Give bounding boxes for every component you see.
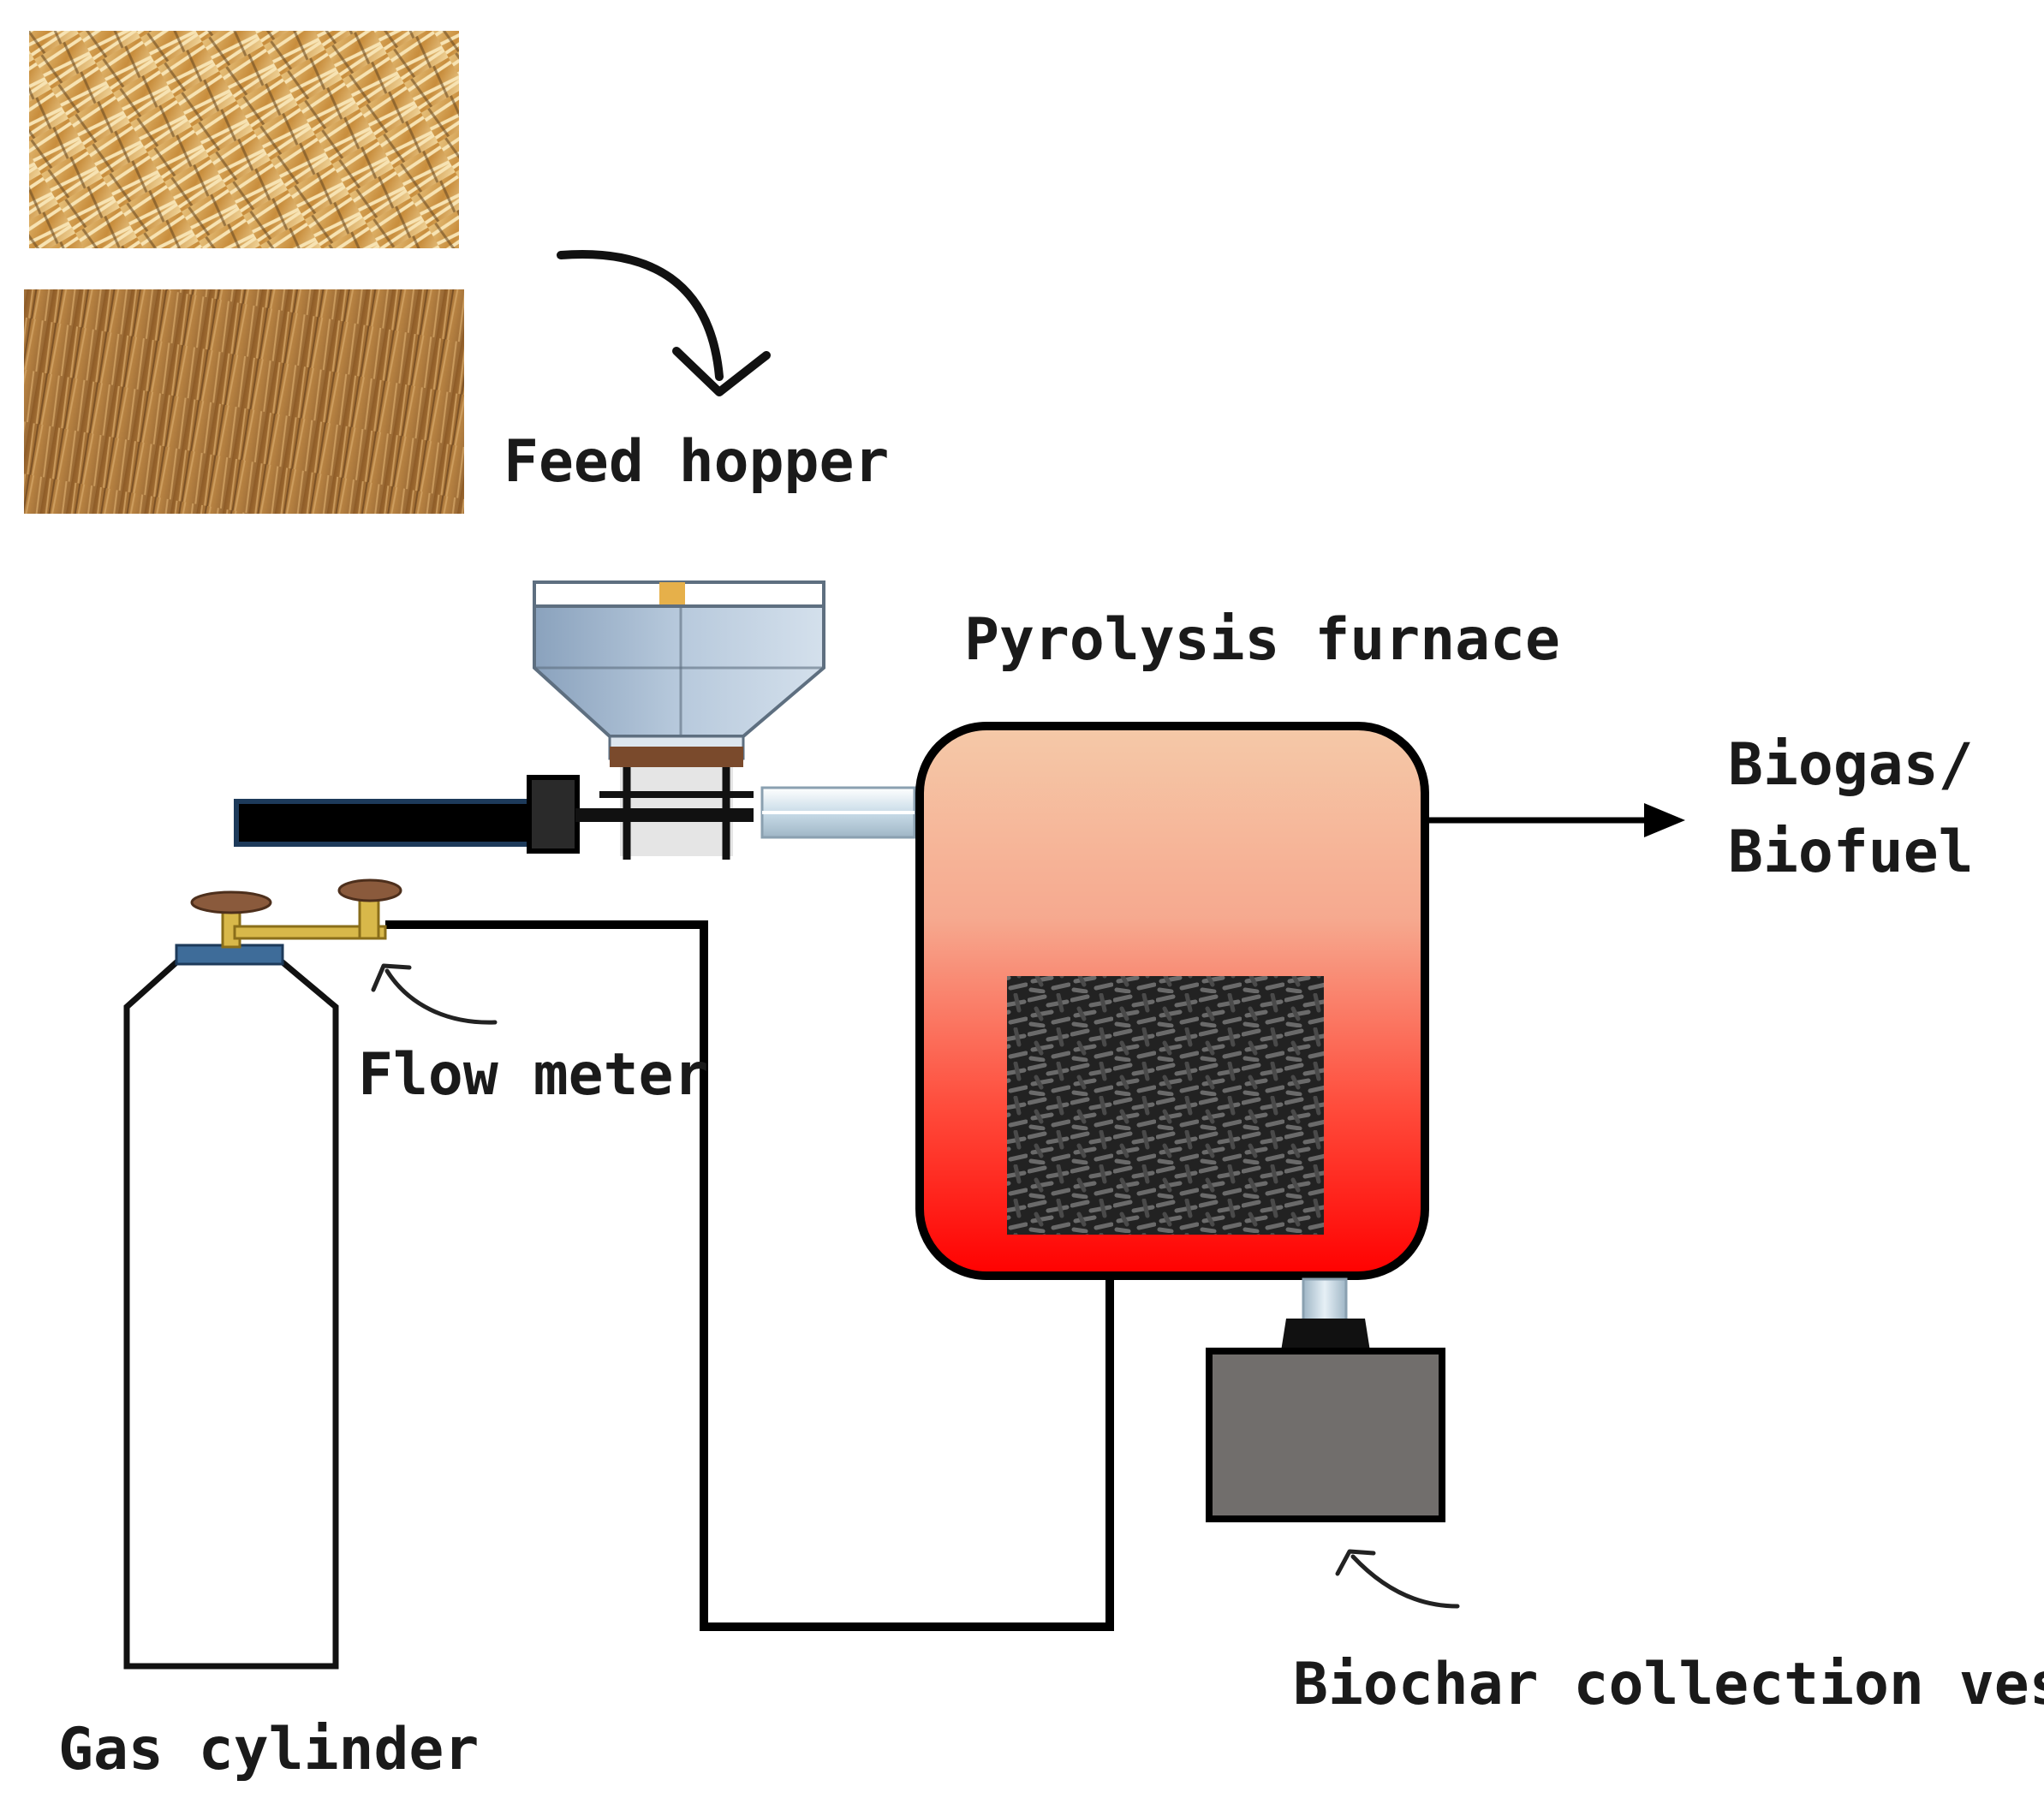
screw-feeder-shaft bbox=[234, 799, 533, 847]
char-outlet-pipe bbox=[1302, 1277, 1348, 1322]
feed-arrow-head-icon bbox=[672, 347, 771, 396]
flow-meter-label: Flow meter bbox=[358, 1041, 708, 1109]
output-arrow-head-icon bbox=[1644, 803, 1685, 837]
gas-cylinder-icon bbox=[123, 878, 402, 1670]
flow-meter-pointer-arrow-icon bbox=[384, 968, 498, 1025]
biochar-collection-vessel bbox=[1206, 1348, 1445, 1522]
gas-cylinder-label: Gas cylinder bbox=[58, 1716, 479, 1783]
output-label-line2: Biofuel bbox=[1728, 819, 1974, 886]
screw-feeder-motor bbox=[527, 775, 580, 854]
char-outlet-valve bbox=[1281, 1319, 1370, 1351]
biochar-vessel-label: Biochar collection vessel bbox=[1293, 1651, 2044, 1718]
vessel-pointer-arrow-icon bbox=[1350, 1554, 1460, 1609]
output-label-line1: Biogas/ bbox=[1728, 731, 1974, 799]
biochar-bed bbox=[1007, 976, 1324, 1235]
vessel-pointer-head-icon bbox=[1335, 1549, 1376, 1576]
hay-image bbox=[24, 289, 464, 514]
flow-meter-pointer-head-icon bbox=[371, 963, 412, 992]
pyrolysis-furnace-label: Pyrolysis furnace bbox=[964, 606, 1560, 674]
feed-arrow-icon bbox=[557, 250, 724, 381]
straw-image bbox=[29, 31, 459, 248]
feed-hopper-label: Feed hopper bbox=[504, 428, 889, 496]
gas-line bbox=[385, 920, 1114, 1631]
